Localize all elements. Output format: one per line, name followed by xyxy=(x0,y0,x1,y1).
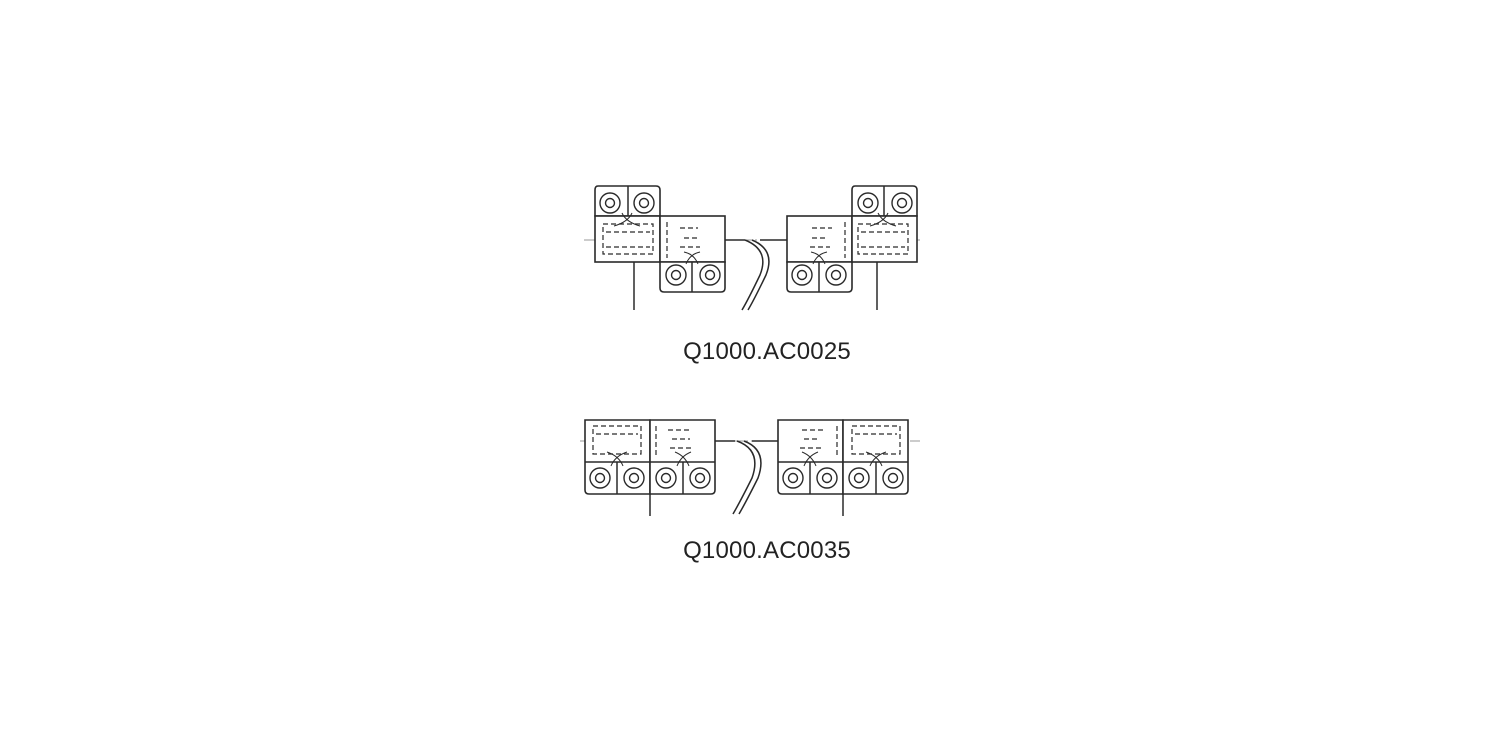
assembly-top xyxy=(584,185,920,311)
hinge-bottom-left-outer xyxy=(584,419,651,516)
part-number-label: Q1000.AC0035 xyxy=(683,537,851,564)
hinge-top-left-outer xyxy=(594,185,661,310)
hinge-top-right-outer xyxy=(851,185,918,310)
part-number-label: Q1000.AC0025 xyxy=(683,338,851,365)
cable-bottom xyxy=(715,440,778,515)
assembly-bottom xyxy=(580,419,920,516)
cable-top xyxy=(725,239,787,311)
hinge-top-right-inner xyxy=(786,215,853,293)
hinge-top-left-inner xyxy=(659,215,726,293)
hinge-bottom-right-outer xyxy=(842,419,909,495)
hinge-bottom-left-inner xyxy=(649,419,716,495)
hinge-bottom-right-inner xyxy=(777,419,844,516)
